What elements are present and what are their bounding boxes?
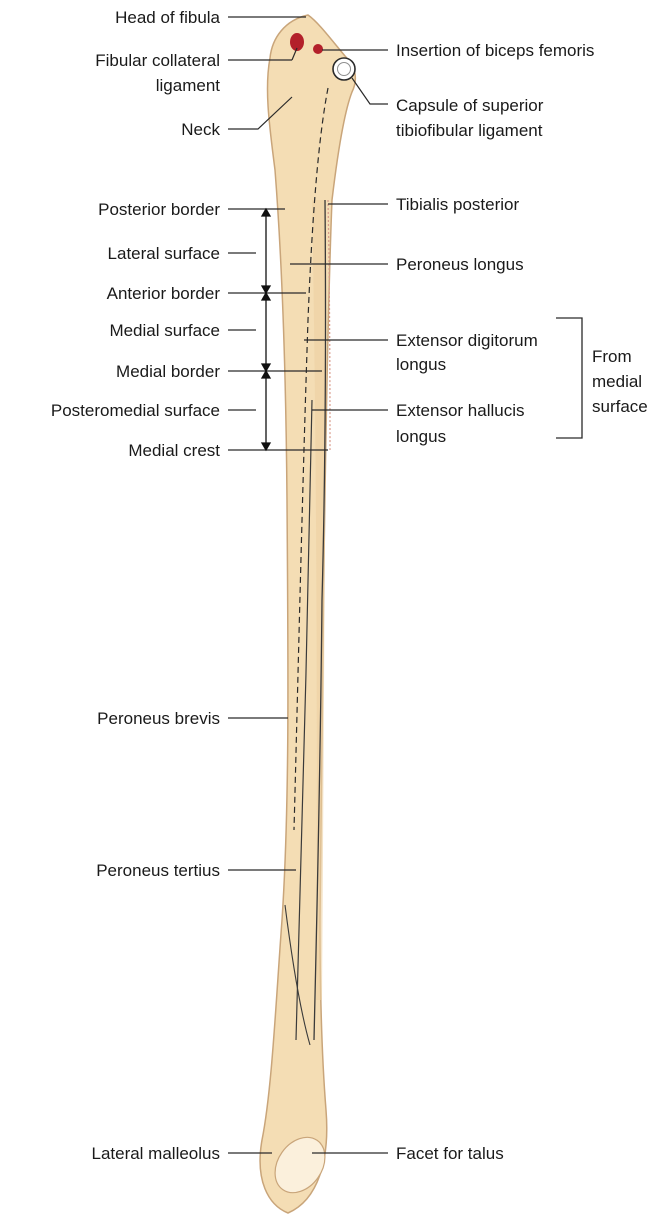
label-head-of-fibula: Head of fibula (115, 8, 220, 27)
left-labels: Head of fibula Fibular collateral ligame… (51, 8, 221, 1163)
label-extensor-hallucis-1: Extensor hallucis (396, 401, 525, 420)
arrowhead-lat-top (262, 209, 270, 216)
label-medial-border: Medial border (116, 362, 220, 381)
capsule-inner (338, 63, 351, 76)
label-lateral-malleolus: Lateral malleolus (91, 1144, 220, 1163)
label-fibular-collateral-1: Fibular collateral (95, 51, 220, 70)
bracket-label-line3: surface (592, 397, 648, 416)
range-arrows (262, 209, 270, 450)
bracket-label: From medial surface (592, 347, 648, 416)
label-fibular-collateral-2: ligament (156, 76, 221, 95)
label-facet-for-talus: Facet for talus (396, 1144, 504, 1163)
label-peroneus-tertius: Peroneus tertius (96, 861, 220, 880)
label-medial-surface: Medial surface (109, 321, 220, 340)
leader-capsule (352, 78, 388, 104)
label-lateral-surface: Lateral surface (108, 244, 220, 263)
label-extensor-hallucis-2: longus (396, 427, 446, 446)
label-posterior-border: Posterior border (98, 200, 220, 219)
label-insertion-biceps: Insertion of biceps femoris (396, 41, 594, 60)
arrowhead-pm-bottom (262, 443, 270, 450)
right-labels: Insertion of biceps femoris Capsule of s… (396, 41, 594, 1163)
arrowhead-pm-top (262, 371, 270, 378)
medial-surface-bracket (556, 318, 582, 438)
bracket-label-line1: From (592, 347, 632, 366)
label-extensor-digitorum-2: longus (396, 355, 446, 374)
label-anterior-border: Anterior border (107, 284, 221, 303)
fibula-bone (260, 15, 355, 1213)
label-tibialis-posterior: Tibialis posterior (396, 195, 519, 214)
label-posteromedial-surface: Posteromedial surface (51, 401, 220, 420)
biceps-insertion-mark (313, 44, 323, 54)
label-medial-crest: Medial crest (128, 441, 220, 460)
label-neck: Neck (181, 120, 220, 139)
label-extensor-digitorum-1: Extensor digitorum (396, 331, 538, 350)
arrowhead-med-top (262, 293, 270, 300)
label-peroneus-longus: Peroneus longus (396, 255, 524, 274)
label-peroneus-brevis: Peroneus brevis (97, 709, 220, 728)
label-capsule-2: tibiofibular ligament (396, 121, 543, 140)
label-capsule-1: Capsule of superior (396, 96, 544, 115)
bracket-label-line2: medial (592, 372, 642, 391)
